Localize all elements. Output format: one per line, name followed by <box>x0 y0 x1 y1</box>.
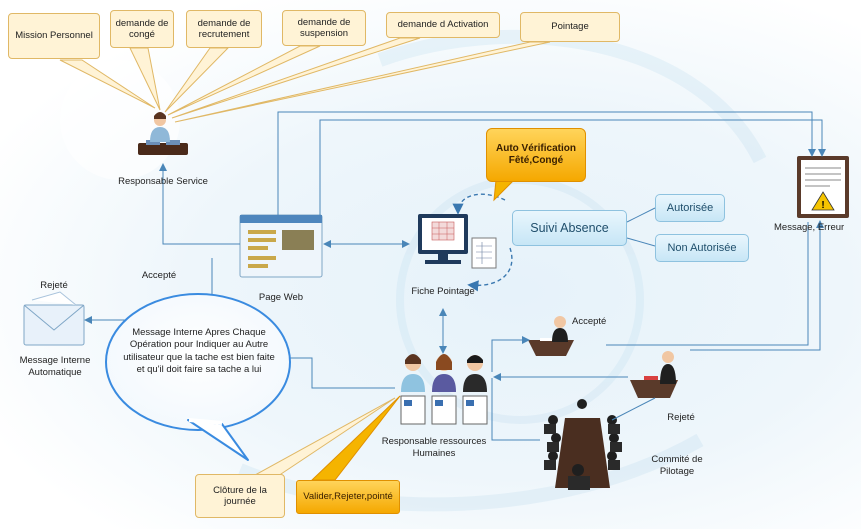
label-message-erreur: Message, Erreur <box>774 222 845 233</box>
label-rejete-edge: Rejeté <box>40 280 68 291</box>
suivi-absence-box: Suivi Absence <box>512 210 627 246</box>
auto-verification-box: Auto Vérification Fêté,Congé <box>486 128 586 182</box>
fiche-pointage-icon <box>418 214 497 269</box>
callout-valider-rejeter: Valider,Rejeter,pointé <box>296 480 400 514</box>
auto-verification-loop <box>452 193 513 292</box>
callout-mission-personnel: Mission Personnel <box>8 13 100 59</box>
label-page-web: Page Web <box>258 292 304 303</box>
speech-bubble-shape <box>105 293 291 461</box>
envelope-icon <box>23 291 85 346</box>
callout-demande-conge: demande de congé <box>110 10 174 48</box>
background-swirls <box>237 29 767 512</box>
speech-bubble-text: Message Interne Apres Chaque Opération p… <box>123 327 275 376</box>
label-fiche-pointage: Fiche Pointage <box>411 286 475 297</box>
autorisee-box: Autorisée <box>655 194 725 222</box>
label-responsable-rh: Responsable ressources Humaines <box>381 436 487 459</box>
callout-pointage: Pointage <box>520 12 620 42</box>
responsable-service-icon <box>138 112 188 155</box>
connectors <box>84 111 826 441</box>
auto-verification-tail <box>493 179 516 202</box>
callout-tails <box>59 37 551 123</box>
accepte-person-icon <box>528 316 574 356</box>
callout-demande-activation: demande d Activation <box>386 12 500 38</box>
commite-pilotage-icon <box>544 399 622 490</box>
message-erreur-icon: ! <box>797 156 849 218</box>
svg-text:!: ! <box>821 200 824 211</box>
page-web-icon <box>239 214 323 278</box>
label-accepte-edge: Accepté <box>141 270 177 281</box>
label-rejete-person: Rejeté <box>667 412 695 423</box>
label-commite-pilotage: Commité de Pilotage <box>651 454 703 477</box>
callout-demande-suspension: demande de suspension <box>282 10 366 46</box>
non-autorisee-box: Non Autorisée <box>655 234 749 262</box>
rejete-person-icon <box>630 351 678 398</box>
label-responsable-service: Responsable Service <box>118 176 208 187</box>
label-message-interne: Message Interne Automatique <box>19 355 91 378</box>
callout-cloture-journee: Clôture de la journée <box>195 474 285 518</box>
callout-demande-recrutement: demande de recrutement <box>186 10 262 48</box>
label-accepte-person: Accepté <box>572 316 607 327</box>
responsable-rh-icon <box>400 354 488 425</box>
